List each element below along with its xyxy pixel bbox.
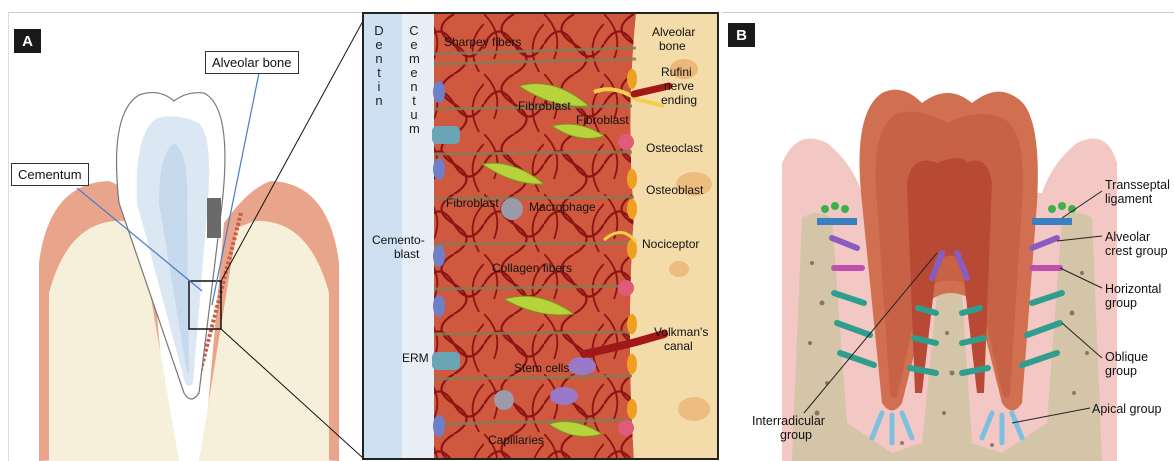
alveolar-crest-label-1: Alveolar <box>1105 230 1150 244</box>
cementum-label: Cementum <box>11 163 89 186</box>
volkman-canal-label-1: Volkman's <box>654 325 708 339</box>
dentin-vertical-label: D e n t i n <box>374 24 384 108</box>
cementoblast-label-1: Cemento- <box>372 233 425 247</box>
panel-a: A Alveolar bone Cementum <box>8 12 363 461</box>
horizontal-label-2: group <box>1105 296 1137 310</box>
panel-a-tag: A <box>14 29 41 53</box>
osteoblast-label: Osteoblast <box>646 183 704 197</box>
rufini-label-3: ending <box>661 93 697 107</box>
fibroblast-label-1: Fibroblast <box>518 99 571 113</box>
periodontal-ligament-groups-illustration: Transseptal ligament Alveolar crest grou… <box>722 13 1174 461</box>
panel-b-tag: B <box>728 23 755 47</box>
apical-group-label: Apical group <box>1092 402 1162 416</box>
zoom-panel: Sharpey fibers Alveolar bone Rufini nerv… <box>362 12 719 460</box>
fibroblast-label-2: Fibroblast <box>576 113 629 127</box>
cementum-vertical-label: C e m e n t u m <box>409 24 419 136</box>
transseptal-label-1: Transseptal <box>1105 178 1170 192</box>
osteoclast-label: Osteoclast <box>646 141 703 155</box>
erm-label: ERM <box>402 351 429 365</box>
stem-cells-label: Stem cells <box>514 361 569 375</box>
alveolar-bone-label: Alveolar bone <box>205 51 299 74</box>
alveolar-crest-label-2: crest group <box>1105 244 1168 258</box>
collagen-fibers-label: Collagen fibers <box>492 261 572 275</box>
alveolar-bone-zoom-label-2: bone <box>659 39 686 53</box>
nociceptor-label: Nociceptor <box>642 237 699 251</box>
rufini-label-2: nerve <box>664 79 694 93</box>
interradicular-label-2: group <box>780 428 812 442</box>
sharpey-fibers-label: Sharpey fibers <box>444 35 521 49</box>
macrophage-label: Macrophage <box>529 200 596 214</box>
tooth-cross-section <box>9 13 363 461</box>
volkman-canal-label-2: canal <box>664 339 693 353</box>
panel-b: Transseptal ligament Alveolar crest grou… <box>722 12 1174 461</box>
oblique-label-2: group <box>1105 364 1137 378</box>
capillaries-label: Capillaries <box>488 433 544 447</box>
rufini-label-1: Rufini <box>661 65 692 79</box>
horizontal-label-1: Horizontal <box>1105 282 1161 296</box>
cementoblast-label-2: blast <box>394 247 420 261</box>
fibroblast-label-3: Fibroblast <box>446 196 499 210</box>
alveolar-bone-zoom-label-1: Alveolar <box>652 25 695 39</box>
transseptal-label-2: ligament <box>1105 192 1153 206</box>
interradicular-label-1: Interradicular <box>752 414 825 428</box>
oblique-label-1: Oblique <box>1105 350 1148 364</box>
